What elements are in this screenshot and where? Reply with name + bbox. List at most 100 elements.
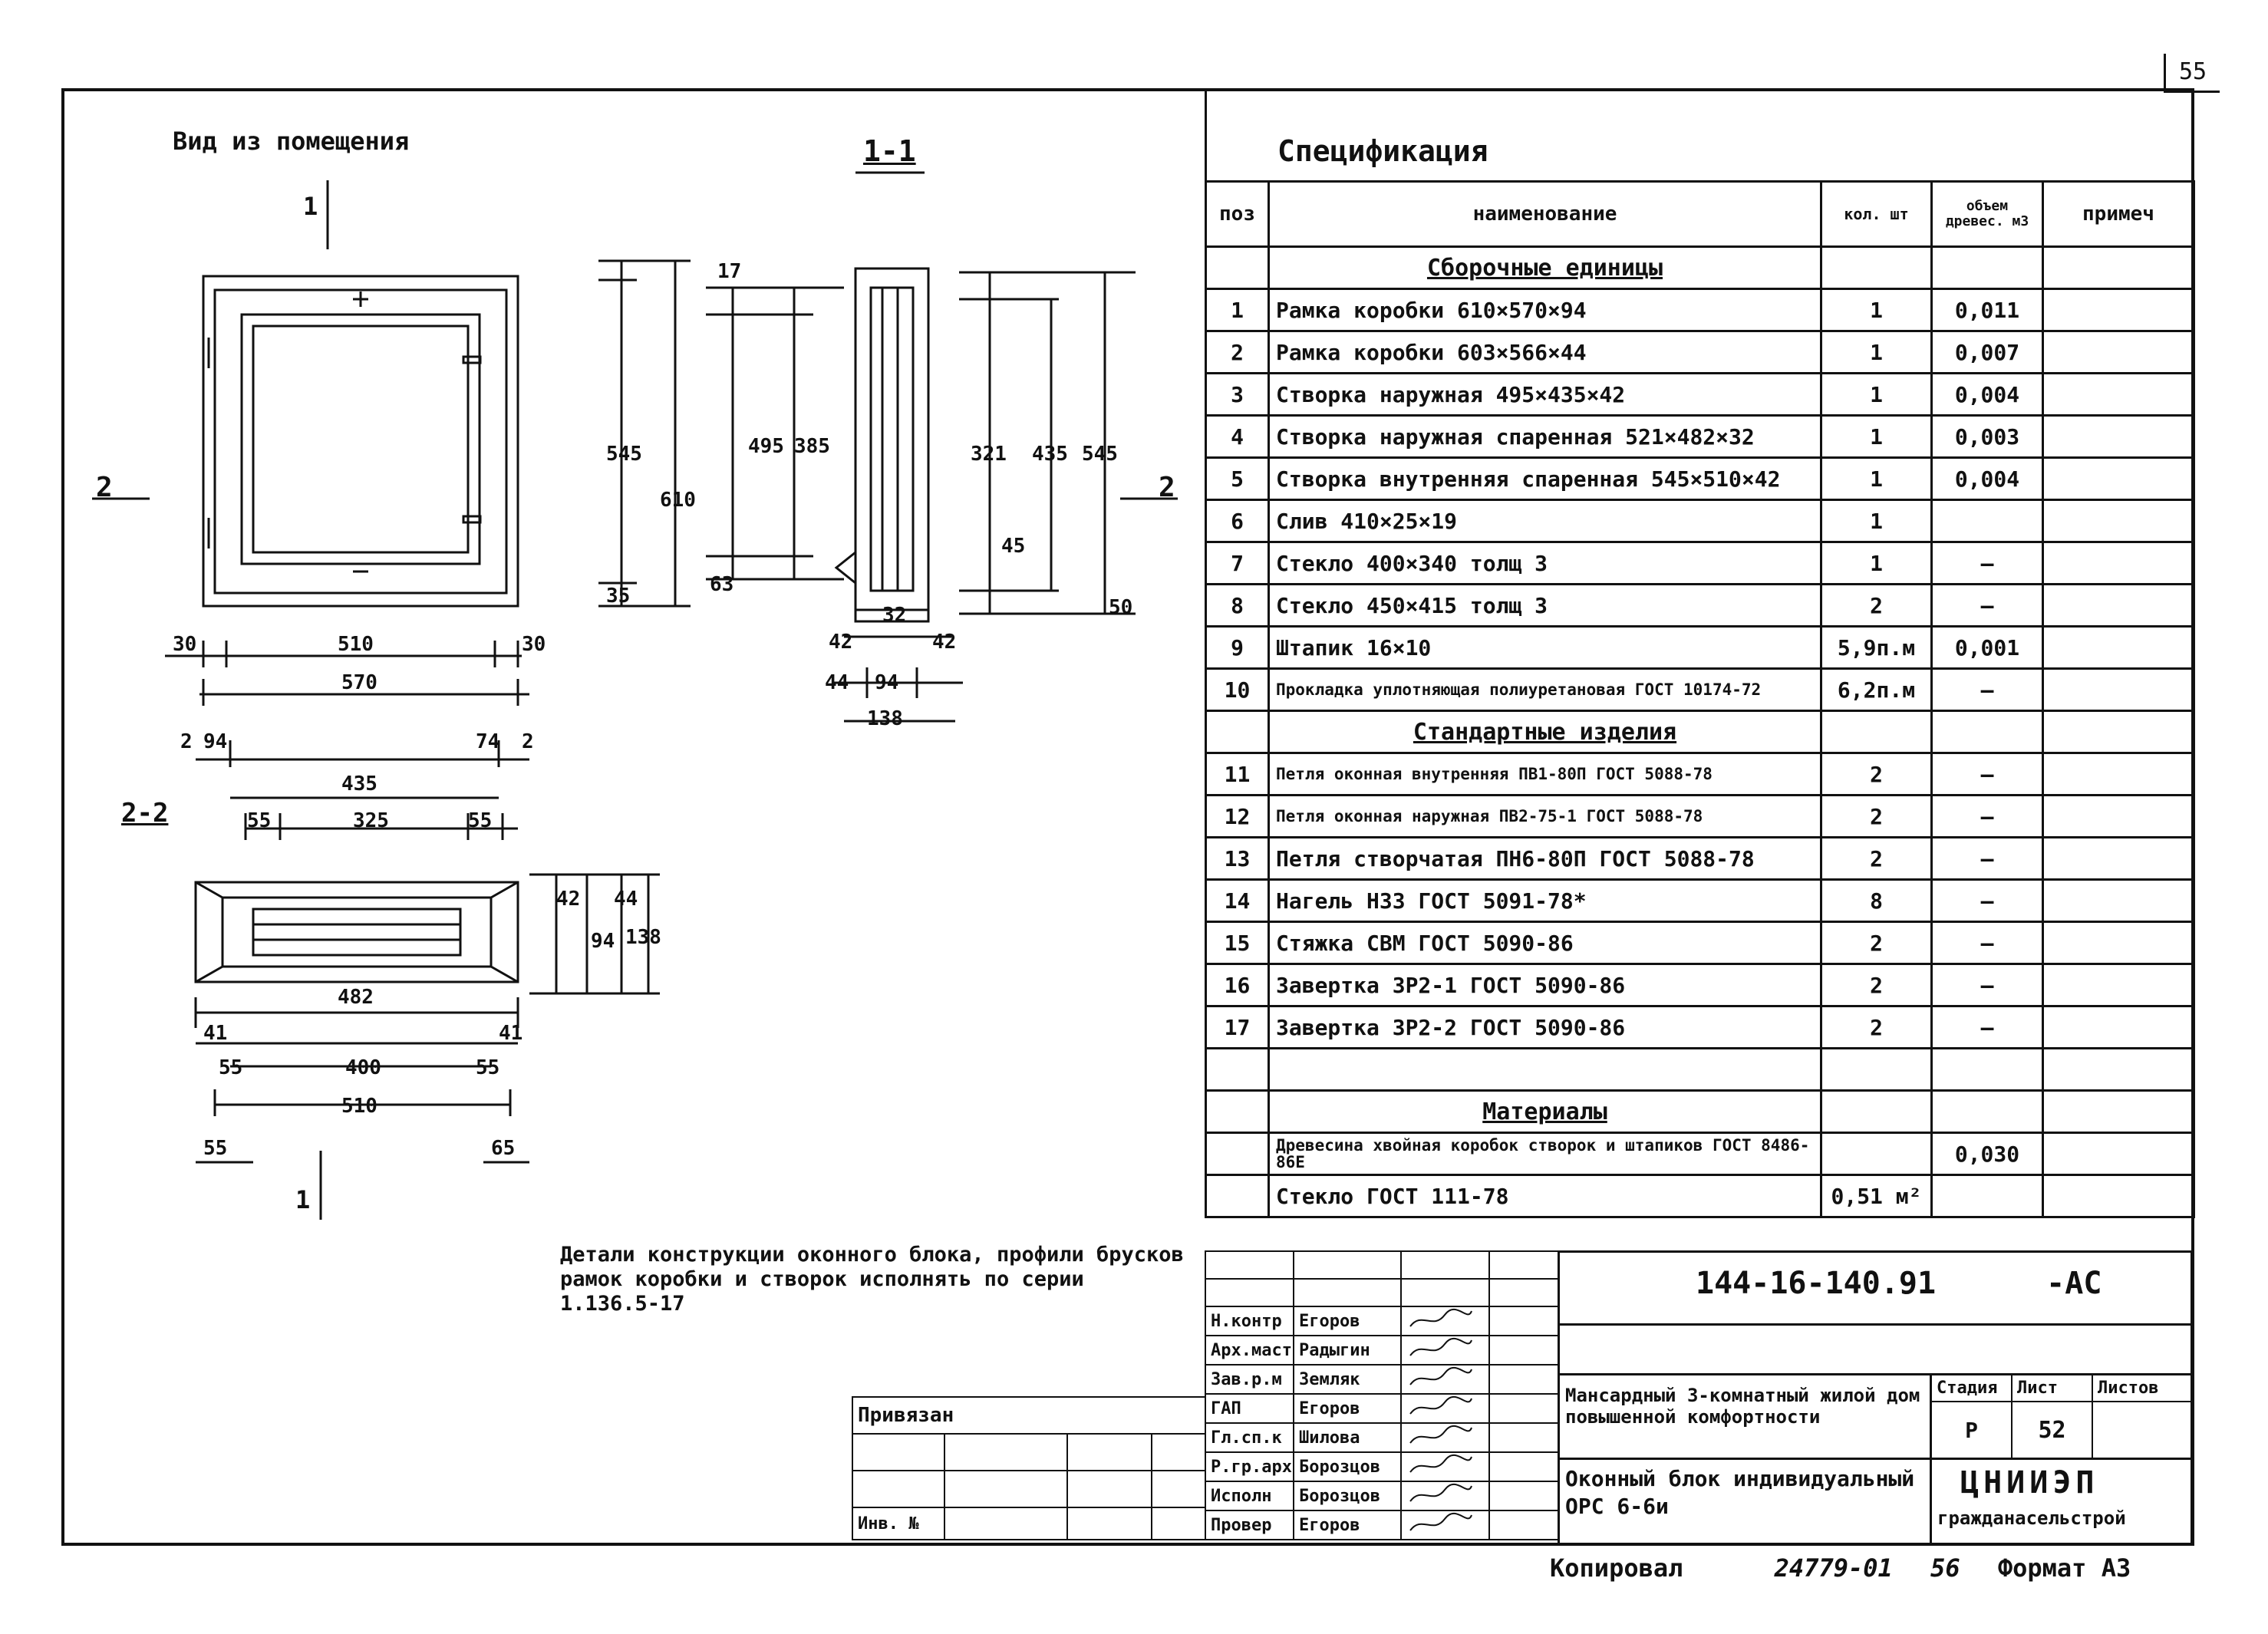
spec-note — [2042, 752, 2195, 796]
dim-495: 495 — [748, 435, 784, 458]
spec-note — [2042, 794, 2195, 838]
spec-volume: — — [1930, 667, 2044, 712]
spec-name: Петля оконная внутренняя ПВ1-80П ГОСТ 50… — [1268, 752, 1822, 796]
spec-empty-cell — [1930, 245, 2044, 290]
spec-name: Завертка ЗР2-2 ГОСТ 5090-86 — [1268, 1005, 1822, 1049]
stamp-person: Егоров — [1293, 1510, 1402, 1540]
stamp-empty-cell — [1293, 1278, 1402, 1307]
section-1-1-label: 1-1 — [863, 134, 916, 168]
copied-label: Копировал — [1550, 1553, 1683, 1583]
stamp-role: Исполн — [1205, 1481, 1294, 1511]
spec-volume: 0,004 — [1930, 372, 2044, 417]
dim-510: 510 — [338, 633, 374, 656]
spec-divider — [1205, 91, 1207, 183]
view-title: Вид из помещения — [173, 127, 410, 156]
spec-qty: 2 — [1820, 963, 1933, 1007]
spec-qty: 2 — [1820, 583, 1933, 628]
cut-mark-2-right: 2 — [1159, 472, 1175, 503]
spec-pos: 16 — [1205, 963, 1270, 1007]
spec-name: Слив 410×25×19 — [1268, 499, 1822, 543]
spec-volume: — — [1930, 752, 2044, 796]
spec-pos: 6 — [1205, 499, 1270, 543]
dim-545-v: 545 — [1082, 443, 1118, 466]
spec-section-row: Материалы — [1205, 1089, 2195, 1134]
stamp-empty-cell — [1150, 1470, 1207, 1508]
spec-name: Петля створчатая ПН6-80П ГОСТ 5088-78 — [1268, 836, 1822, 881]
spec-empty-cell — [1820, 1047, 1933, 1092]
dim-55-d: 55 — [476, 1056, 499, 1079]
spec-pos: 11 — [1205, 752, 1270, 796]
signature-icon — [1400, 1306, 1490, 1336]
spec-pos: 1 — [1205, 288, 1270, 332]
spec-empty-cell — [2042, 245, 2195, 290]
dim-138: 138 — [867, 707, 903, 730]
stamp-empty-cell — [944, 1470, 1068, 1508]
spec-empty-cell — [2042, 710, 2195, 754]
stamp-date — [1488, 1306, 1559, 1336]
drawing-linework: 30 510 30 570 2 94 435 74 2 55 325 55 48… — [92, 171, 1178, 1220]
spec-empty-cell — [1930, 1047, 2044, 1092]
stamp-empty-cell — [852, 1433, 945, 1471]
spec-empty-cell — [1205, 1089, 1270, 1134]
drawing-code: 144-16-140.91 -АС — [1696, 1266, 2102, 1301]
stamp-person: Земляк — [1293, 1364, 1402, 1395]
stamp-privyazan-grid: Привязан Инв. № — [851, 1396, 1207, 1540]
spec-qty: 1 — [1820, 541, 1933, 585]
stamp-date — [1488, 1481, 1559, 1511]
spec-empty-cell — [1205, 1047, 1270, 1092]
spec-name: Стекло 450×415 толщ 3 — [1268, 583, 1822, 628]
dim-321: 321 — [971, 443, 1007, 466]
corner-sheet-number: 55 — [2164, 54, 2220, 93]
signature-icon — [1400, 1481, 1490, 1511]
spec-qty: 0,51 м² — [1820, 1174, 1933, 1218]
spec-note — [2042, 414, 2195, 459]
stamp-empty-cell — [1150, 1507, 1207, 1540]
dim-2-right: 2 — [522, 730, 534, 753]
dim-325: 325 — [353, 809, 389, 832]
section-2-2-label: 2-2 — [121, 798, 169, 829]
dim-385: 385 — [794, 435, 830, 458]
spec-empty-cell — [1820, 245, 1933, 290]
spec-qty: 2 — [1820, 794, 1933, 838]
spec-pos: 7 — [1205, 541, 1270, 585]
stamp-hline-2 — [1558, 1373, 2193, 1375]
signature-icon — [1400, 1393, 1490, 1424]
spec-volume — [1930, 499, 2044, 543]
stamp-empty-cell — [1400, 1278, 1490, 1307]
spec-note — [2042, 625, 2195, 670]
spec-qty: 8 — [1820, 878, 1933, 923]
stamp-hline-3 — [1558, 1458, 2193, 1460]
spec-title: Спецификация — [1277, 134, 1488, 168]
spec-qty: 2 — [1820, 1005, 1933, 1049]
stamp-empty-cell — [1293, 1250, 1402, 1280]
spec-name: Рамка коробки 603×566×44 — [1268, 330, 1822, 374]
col-pos: поз — [1205, 180, 1270, 248]
spec-empty-cell — [2042, 1089, 2195, 1134]
spec-name: Нагель Н33 ГОСТ 5091-78* — [1268, 878, 1822, 923]
spec-pos: 15 — [1205, 921, 1270, 965]
spec-pos: 10 — [1205, 667, 1270, 712]
dim-610: 610 — [660, 489, 696, 512]
spec-qty: 1 — [1820, 414, 1933, 459]
spec-name: Древесина хвойная коробок створок и штап… — [1268, 1132, 1822, 1176]
spec-note — [2042, 878, 2195, 923]
stamp-empty-cell — [1066, 1470, 1152, 1508]
dim-32: 32 — [882, 604, 906, 627]
dim-42-v: 42 — [556, 888, 580, 911]
spec-note — [2042, 288, 2195, 332]
spec-note — [2042, 667, 2195, 712]
spec-note — [2042, 963, 2195, 1007]
dim-42-b: 42 — [932, 631, 956, 654]
spec-note — [2042, 583, 2195, 628]
project-title: Мансардный 3-комнатный жилой дом повышен… — [1565, 1385, 1920, 1428]
org-name: ЦНИИЭП — [1960, 1465, 2099, 1501]
spec-volume: — — [1930, 583, 2044, 628]
spec-pos: 9 — [1205, 625, 1270, 670]
spec-note — [2042, 1132, 2195, 1176]
spec-qty: 5,9п.м — [1820, 625, 1933, 670]
